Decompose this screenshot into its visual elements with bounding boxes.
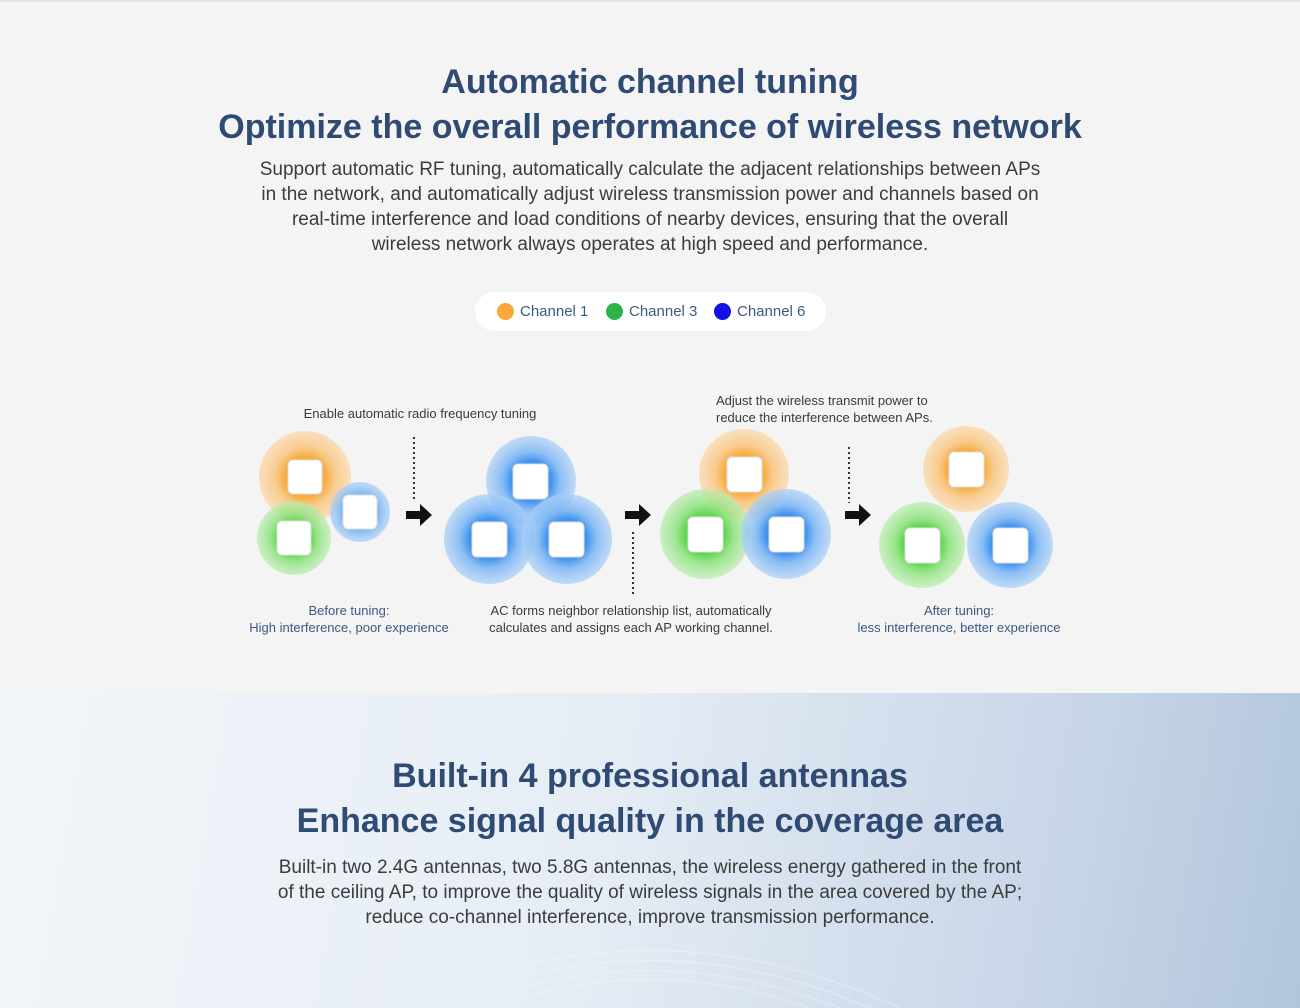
ap-group-before	[257, 431, 390, 575]
top-divider	[0, 0, 1300, 2]
enable-tuning-label: Enable automatic radio frequency tuning	[303, 406, 537, 421]
ap-group-same-channel	[444, 436, 612, 584]
access-point-icon	[687, 516, 724, 553]
section1-title-line2: Optimize the overall performance of wire…	[218, 108, 1082, 146]
access-point-icon	[948, 451, 985, 488]
access-point-icon	[342, 494, 378, 530]
access-point-icon	[287, 459, 323, 495]
after-tuning-label-line2: less interference, better experience	[857, 620, 1061, 635]
access-point-icon	[768, 516, 805, 553]
arrow-right-icon	[845, 504, 871, 526]
legend-item-channel-3: Channel 3	[606, 292, 697, 331]
ac-neighbor-label-line1: AC forms neighbor relationship list, aut…	[490, 603, 772, 618]
before-tuning-label-line1: Before tuning:	[308, 603, 390, 618]
adjust-power-label-line2: reduce the interference between APs.	[716, 410, 933, 425]
after-tuning-label-line1: After tuning:	[923, 603, 995, 618]
section2-desc-line1: Built-in two 2.4G antennas, two 5.8G ant…	[278, 857, 1022, 878]
antennas-section: Built-in 4 professional antennas Enhance…	[0, 693, 1300, 1008]
section1-desc-line1: Support automatic RF tuning, automatical…	[259, 159, 1041, 180]
section2-title-line2: Enhance signal quality in the coverage a…	[296, 802, 1004, 840]
section1-desc-line4: wireless network always operates at high…	[371, 234, 929, 255]
legend-label: Channel 3	[629, 303, 698, 320]
arrow-right-icon	[625, 504, 651, 526]
channel-tuning-section: Automatic channel tuning Optimize the ov…	[0, 2, 1300, 693]
section2-desc-line2: of the ceiling AP, to improve the qualit…	[277, 882, 1023, 903]
legend-item-channel-1: Channel 1	[497, 292, 588, 331]
ac-neighbor-label-line2: calculates and assigns each AP working c…	[489, 620, 773, 635]
access-point-icon	[276, 520, 312, 556]
legend-label: Channel 6	[737, 303, 806, 320]
access-point-icon	[992, 527, 1029, 564]
section2-desc-line3: reduce co-channel interference, improve …	[365, 907, 935, 928]
orange-dot-icon	[497, 303, 514, 320]
channel-legend: Channel 1 Channel 3 Channel 6	[475, 292, 826, 331]
adjust-power-label-line1: Adjust the wireless transmit power to	[716, 393, 928, 408]
ap-group-after	[879, 426, 1053, 588]
access-point-icon	[726, 456, 763, 493]
access-point-icon	[548, 521, 585, 558]
decorative-arcs	[399, 950, 901, 1008]
section1-desc-line2: in the network, and automatically adjust…	[261, 184, 1039, 205]
section2-title-line1: Built-in 4 professional antennas	[392, 757, 908, 795]
tuning-diagram	[257, 426, 1053, 595]
before-tuning-label-line2: High interference, poor experience	[249, 620, 449, 635]
ap-group-assigned	[660, 429, 831, 579]
legend-label: Channel 1	[520, 303, 589, 320]
access-point-icon	[904, 527, 941, 564]
section1-title-line1: Automatic channel tuning	[441, 63, 859, 101]
section1-desc-line3: real-time interference and load conditio…	[291, 209, 1009, 230]
legend-item-channel-6: Channel 6	[714, 292, 805, 331]
access-point-icon	[512, 463, 549, 500]
arrow-right-icon	[406, 504, 432, 526]
access-point-icon	[471, 521, 508, 558]
blue-dot-icon	[714, 303, 731, 320]
green-dot-icon	[606, 303, 623, 320]
